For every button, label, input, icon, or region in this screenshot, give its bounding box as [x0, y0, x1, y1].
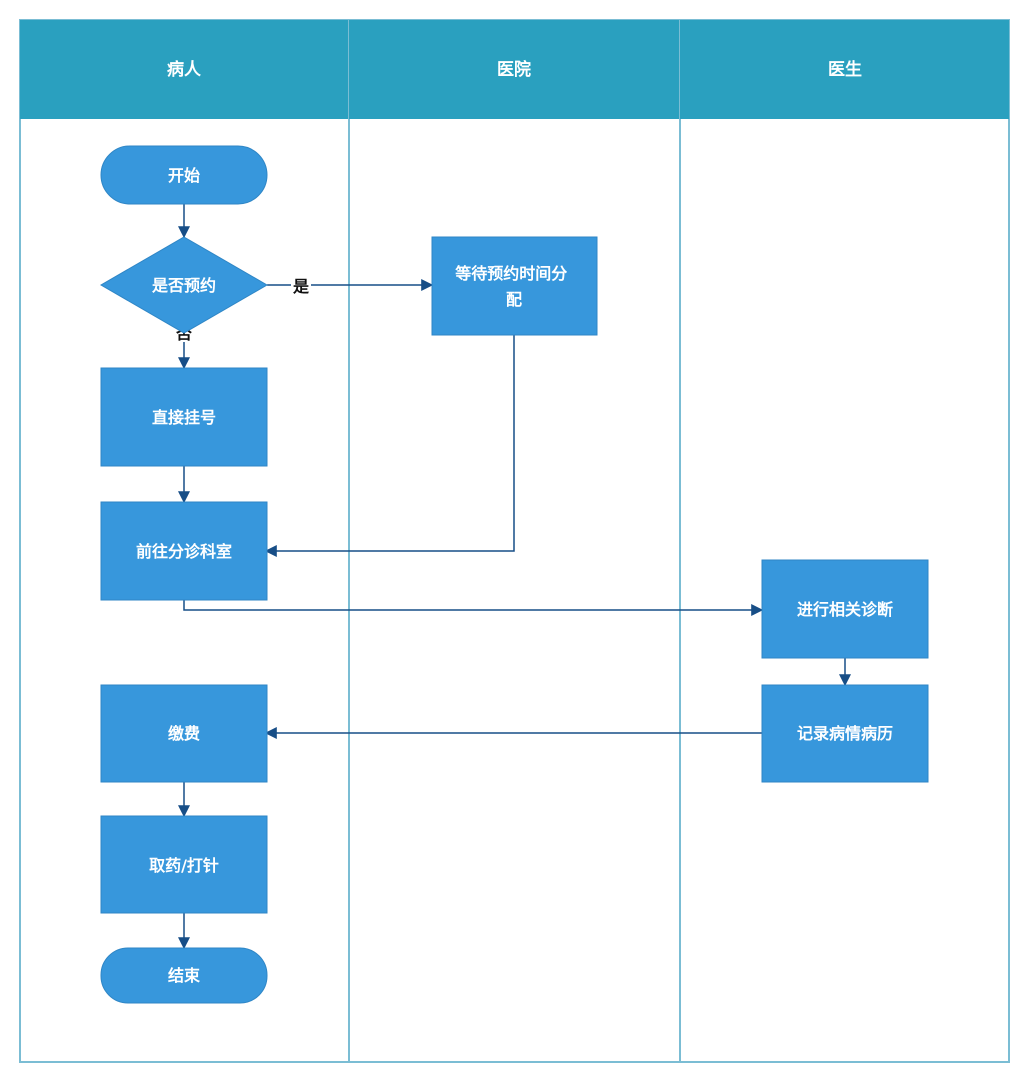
node-appointment-decision-label: 是否预约 [151, 276, 216, 295]
edge-department-to-diagnosis [183, 600, 764, 616]
node-end-label: 结束 [167, 966, 201, 985]
node-wait-appointment-label: 等待预约时间分 配 [454, 264, 573, 309]
yes-label-bg [291, 276, 311, 296]
node-wait-appointment[interactable]: 等待预约时间分 配 [431, 236, 598, 336]
node-wait-appointment-line-2: 配 [506, 290, 522, 309]
node-payment-label: 缴费 [168, 724, 200, 743]
node-direct-register[interactable]: 直接挂号 [100, 367, 268, 467]
lane-patient-title: 病人 [167, 59, 202, 80]
lane-doctor: 医生 [679, 19, 1010, 1063]
node-payment[interactable]: 缴费 [100, 684, 268, 783]
edges [178, 204, 851, 950]
node-direct-register-label: 直接挂号 [152, 408, 216, 427]
node-medicine-injection-label: 取药/打针 [149, 856, 219, 875]
node-medicine-injection[interactable]: 取药/打针 [100, 815, 268, 914]
node-diagnosis[interactable]: 进行相关诊断 [761, 559, 929, 659]
lane-hospital-header [349, 20, 680, 119]
lane-hospital-title: 医院 [497, 59, 531, 80]
node-go-department-label: 前往分诊科室 [136, 542, 232, 561]
node-go-department[interactable]: 前往分诊科室 [100, 501, 268, 601]
edge-label-yes: 是 [292, 277, 309, 296]
node-record-history-label: 记录病情病历 [797, 724, 893, 743]
lane-patient-header [20, 20, 349, 119]
lane-doctor-title: 医生 [828, 59, 862, 80]
node-appointment-decision[interactable]: 是否预约 [100, 236, 268, 334]
node-wait-appointment-line-1: 等待预约时间分 [454, 264, 567, 283]
node-record-history[interactable]: 记录病情病历 [761, 684, 929, 783]
lane-doctor-header [680, 20, 1009, 119]
node-start[interactable]: 开始 [100, 145, 268, 205]
node-start-label: 开始 [168, 166, 200, 185]
edge-wait-to-department [264, 335, 515, 557]
node-diagnosis-label: 进行相关诊断 [797, 600, 893, 619]
node-end[interactable]: 结束 [100, 947, 268, 1004]
